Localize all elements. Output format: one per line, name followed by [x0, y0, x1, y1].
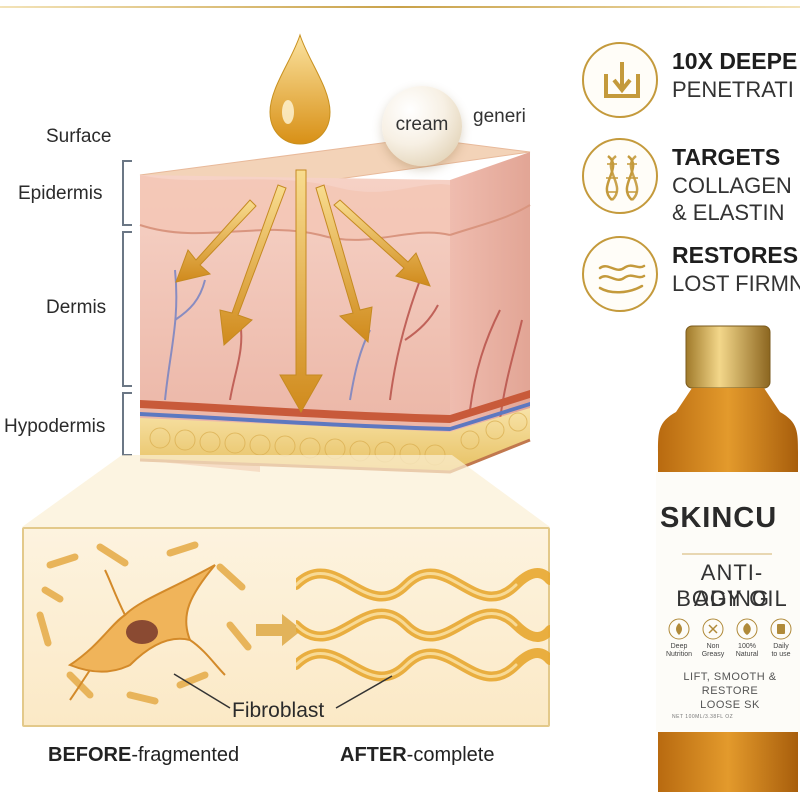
cream-droplet-icon	[382, 86, 462, 166]
layer-label-dermis: Dermis	[46, 297, 107, 318]
feature-title: RESTORES	[672, 242, 799, 268]
badge-deep-nutrition: Deep Nutrition	[664, 643, 694, 659]
bracket-dermis	[122, 231, 132, 387]
generic-label: generi	[473, 106, 526, 127]
badge-line: to use	[771, 651, 791, 658]
tagline-line: LIFT, SMOOTH & RESTORE	[683, 671, 777, 697]
badge-natural: 100% Natural	[732, 643, 762, 659]
badge-non-greasy: Non Greasy	[698, 643, 728, 659]
before-caption-rest: -fragmented	[131, 744, 240, 766]
badge-daily-use: Daily to use	[766, 643, 796, 659]
bracket-epidermis	[122, 160, 132, 226]
after-caption-rest: -complete	[406, 744, 495, 766]
oil-drop-icon	[269, 33, 331, 145]
layer-label-epidermis: Epidermis	[18, 183, 103, 204]
penetration-arrows	[175, 169, 431, 414]
cream-label: cream	[395, 114, 449, 135]
bracket-hypodermis	[122, 392, 132, 456]
skin-cross-section-diagram	[139, 33, 531, 474]
feature-penetration: 10X DEEPE PENETRATI	[582, 42, 800, 122]
feature-circle	[582, 42, 658, 118]
transition-arrow-icon	[256, 614, 302, 646]
badge-line: Daily	[773, 643, 789, 650]
badge-line: Deep	[670, 643, 688, 650]
product-name-line1: ANTI-AGING	[694, 560, 770, 611]
product-brand: SKINCU	[660, 502, 778, 534]
downward-penetration-icon	[604, 62, 640, 98]
product-name-line2: BODY OIL	[676, 586, 788, 611]
feature-subtitle-line: & ELASTIN	[672, 200, 785, 225]
badge-line: Natural	[735, 651, 759, 658]
product-bottle	[656, 325, 800, 792]
fibroblast-label: Fibroblast	[232, 699, 325, 722]
product-badge-icons	[668, 618, 792, 640]
feature-subtitle: LOST FIRMN	[672, 271, 800, 296]
feature-subtitle-line: COLLAGEN	[672, 173, 792, 198]
dna-icon	[605, 155, 639, 201]
feature-circle	[582, 138, 658, 214]
layer-label-hypodermis: Hypodermis	[4, 416, 106, 437]
product-tagline: LIFT, SMOOTH & RESTORE LOOSE SK	[660, 670, 800, 712]
before-caption-bold: BEFORE	[48, 744, 132, 766]
before-caption: BEFORE-fragmented	[48, 744, 239, 767]
feature-title: TARGETS	[672, 144, 781, 170]
fibroblast-before-illustration	[36, 541, 252, 705]
skin-wave-icon	[598, 264, 646, 294]
feature-circle	[582, 236, 658, 312]
tagline-line: LOOSE SK	[700, 699, 760, 711]
after-caption: AFTER-complete	[340, 744, 494, 767]
zoom-funnel	[22, 455, 550, 527]
fibroblast-pointers	[173, 673, 393, 709]
feature-restores: RESTORES LOST FIRMN	[582, 236, 800, 316]
feature-title: 10X DEEPE	[672, 48, 798, 74]
collagen-after-illustration	[296, 568, 550, 682]
feature-subtitle: COLLAGEN & ELASTIN	[672, 172, 792, 226]
top-border	[0, 6, 800, 8]
badge-line: Non	[706, 643, 720, 650]
badge-line: Nutrition	[665, 651, 693, 658]
badge-line: Greasy	[701, 651, 725, 658]
after-caption-bold: AFTER	[340, 744, 407, 766]
layer-label-surface: Surface	[46, 126, 112, 147]
feature-targets: TARGETS COLLAGEN & ELASTIN	[582, 138, 800, 225]
feature-subtitle: PENETRATI	[672, 77, 794, 102]
product-net-volume: NET 100ML/3.38FL OZ	[672, 714, 734, 720]
badge-line: 100%	[738, 643, 756, 650]
